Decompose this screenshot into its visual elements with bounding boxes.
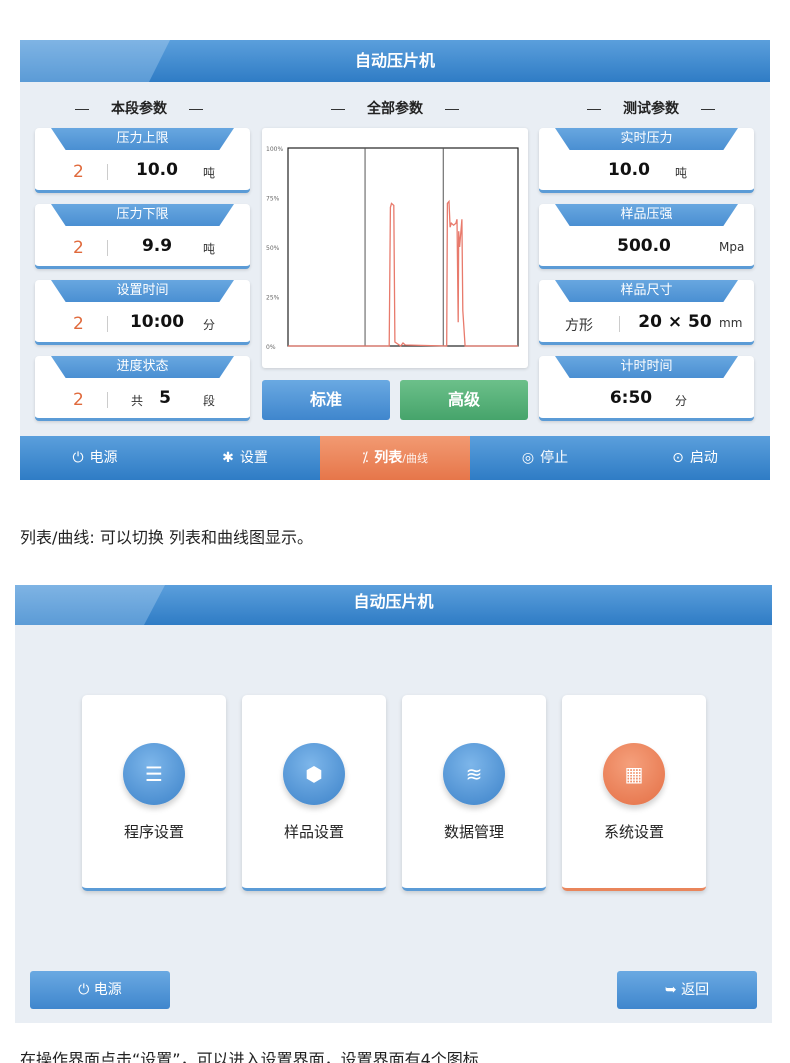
back-arrow-icon: ➥ (664, 982, 682, 998)
card-value: 10.0 (136, 160, 178, 180)
card-value: 9.9 (141, 236, 173, 256)
list-curve-icon: ⁒ (361, 450, 369, 466)
card-value: 10.0 (608, 160, 650, 180)
pressure-upper-card[interactable]: 压力上限 2 10.0 吨 (35, 128, 250, 192)
card-unit: 吨 (675, 166, 688, 180)
tile-label: 系统设置 (603, 823, 664, 841)
card-unit: 分 (203, 318, 216, 332)
card-label: 样品尺寸 (555, 280, 738, 302)
program-settings-icon: ☰ (123, 743, 185, 805)
tile-label: 数据管理 (443, 823, 504, 841)
back-button[interactable]: ➥ 返回 (617, 971, 757, 1009)
card-label: 计时时间 (555, 356, 738, 378)
app-title: 自动压片机 (353, 592, 434, 611)
power-button[interactable]: ⏻ 电源 (30, 971, 170, 1009)
gear-icon: ✱ (222, 450, 234, 466)
stop-button[interactable]: ◎停止 (470, 436, 620, 480)
divider (107, 392, 108, 408)
caption-settings: 在操作界面点击“设置”，可以进入设置界面，设置界面有4个图标 (20, 1050, 479, 1063)
divider (107, 164, 108, 180)
settings-button[interactable]: ✱设置 (170, 436, 320, 480)
power-button[interactable]: ⏻电源 (20, 436, 170, 480)
card-label: 样品压强 (555, 204, 738, 226)
timer-card[interactable]: 计时时间 6:50 分 (539, 356, 754, 420)
power-icon: ⏻ (78, 982, 94, 998)
chart-svg: 100% 75% 50% 25% 0% (266, 146, 519, 351)
program-settings-tile[interactable]: ☰ 程序设置 (82, 695, 226, 891)
sample-size-card[interactable]: 样品尺寸 方形 20 × 50 mm (539, 280, 754, 344)
sample-pressure-card[interactable]: 样品压强 500.0 Mpa (539, 204, 754, 268)
realtime-pressure-card[interactable]: 实时压力 10.0 吨 (539, 128, 754, 192)
pressure-series-line (288, 199, 518, 347)
play-icon: ⊙ (672, 450, 684, 466)
section-header-segment: 本段参数 (34, 98, 244, 118)
card-unit: mm (719, 316, 743, 330)
segment-index: 2 (73, 314, 84, 334)
tile-label: 样品设置 (283, 823, 344, 841)
title-bar-tab (20, 40, 170, 82)
y-tick-label: 0% (266, 344, 276, 351)
settings-screen: 自动压片机 ☰ 程序设置 ⬢ 样品设置 ≋ 数据管理 ▦ 系统设置 ⏻ 电源 ➥… (15, 585, 772, 1023)
title-bar: 自动压片机 (20, 40, 770, 82)
section-header-all: 全部参数 (290, 98, 500, 118)
pause-icon: ◎ (521, 450, 535, 466)
sample-settings-tile[interactable]: ⬢ 样品设置 (242, 695, 386, 891)
advanced-button[interactable]: 高级 (400, 380, 528, 420)
system-settings-tile[interactable]: ▦ 系统设置 (562, 695, 706, 891)
card-unit: 吨 (203, 166, 216, 180)
tile-label: 程序设置 (123, 823, 184, 841)
divider (107, 240, 108, 256)
list-curve-button[interactable]: ⁒列表/曲线 (320, 436, 470, 480)
grid-icon: ▦ (603, 743, 665, 805)
y-tick-label: 100% (266, 146, 283, 153)
main-screen: 自动压片机 本段参数 全部参数 测试参数 压力上限 2 10.0 吨 压力下限 … (20, 40, 770, 480)
layers-icon: ≋ (443, 743, 505, 805)
standard-button[interactable]: 标准 (262, 380, 390, 420)
segment-index: 2 (73, 390, 84, 410)
y-tick-label: 75% (266, 196, 280, 203)
card-unit: 段 (203, 394, 216, 408)
pressure-lower-card[interactable]: 压力下限 2 9.9 吨 (35, 204, 250, 268)
bottom-nav: ⏻电源 ✱设置 ⁒列表/曲线 ◎停止 ⊙启动 (20, 436, 770, 480)
card-value: 10:00 (129, 312, 185, 332)
title-bar: 自动压片机 (15, 585, 772, 625)
card-label: 压力下限 (51, 204, 234, 226)
card-value: 20 × 50 (638, 312, 712, 332)
card-prefix: 共 (131, 394, 144, 408)
app-title: 自动压片机 (354, 51, 435, 70)
y-tick-label: 25% (266, 295, 280, 302)
card-unit: Mpa (719, 240, 745, 254)
divider (619, 316, 620, 332)
data-management-tile[interactable]: ≋ 数据管理 (402, 695, 546, 891)
card-label: 设置时间 (51, 280, 234, 302)
pressure-chart: 100% 75% 50% 25% 0% (262, 128, 528, 368)
card-label: 实时压力 (555, 128, 738, 150)
segment-index: 2 (73, 238, 84, 258)
divider (107, 316, 108, 332)
progress-status-card[interactable]: 进度状态 2 共 5 段 (35, 356, 250, 420)
section-header-test: 测试参数 (546, 98, 756, 118)
plot-frame (287, 147, 519, 347)
caption-list-curve: 列表/曲线: 可以切换 列表和曲线图显示。 (20, 528, 313, 547)
card-value: 6:50 (609, 388, 653, 408)
card-label: 压力上限 (51, 128, 234, 150)
card-value: 500.0 (617, 236, 671, 256)
set-time-card[interactable]: 设置时间 2 10:00 分 (35, 280, 250, 344)
card-value: 5 (159, 388, 171, 408)
card-unit: 吨 (203, 242, 216, 256)
start-button[interactable]: ⊙启动 (620, 436, 770, 480)
sample-shape: 方形 (565, 318, 593, 334)
card-label: 进度状态 (51, 356, 234, 378)
y-tick-label: 50% (266, 245, 280, 252)
box-icon: ⬢ (283, 743, 345, 805)
title-bar-tab (15, 585, 165, 625)
power-icon: ⏻ (72, 450, 84, 466)
card-unit: 分 (675, 394, 688, 408)
segment-index: 2 (73, 162, 84, 182)
